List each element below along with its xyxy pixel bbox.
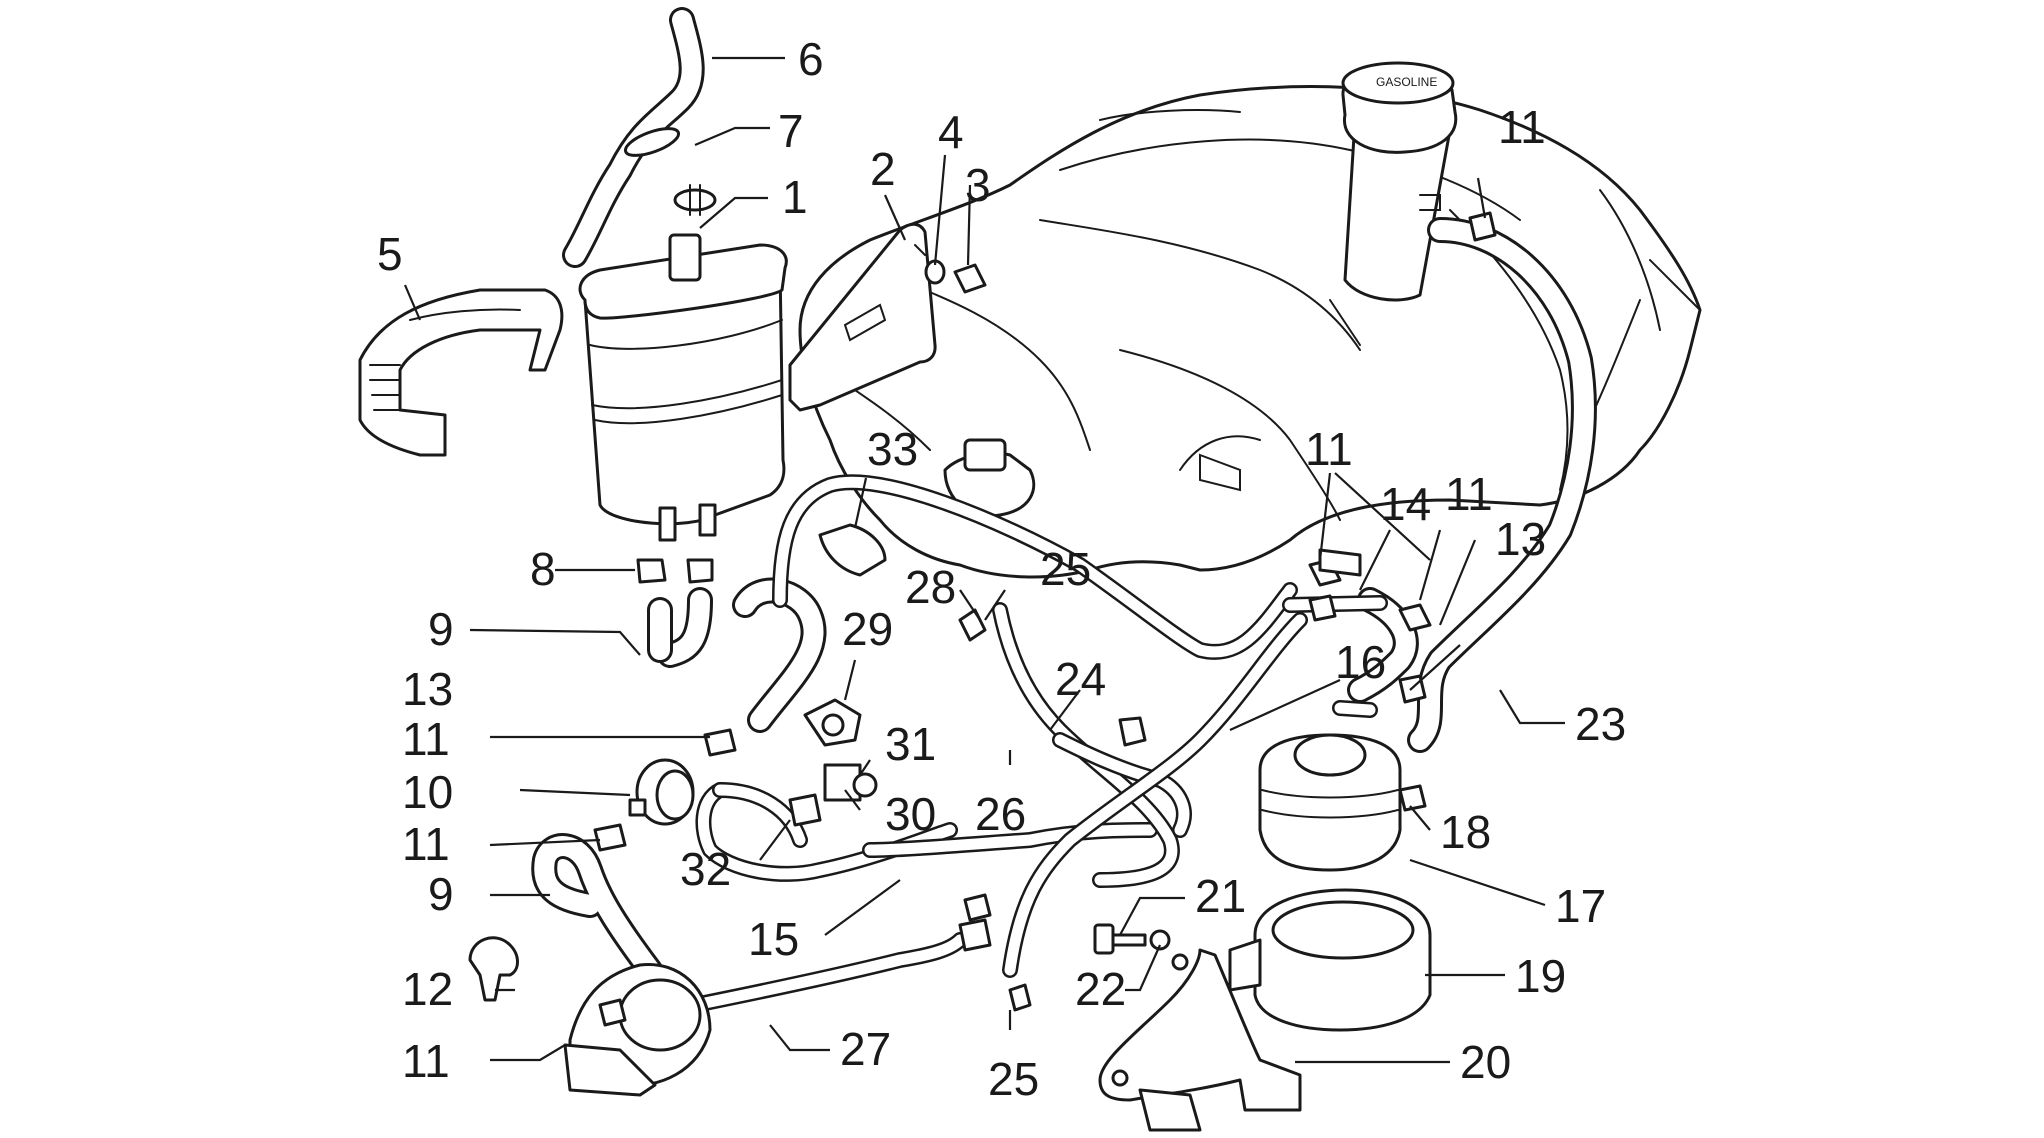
- callout-11-top-right: 11: [1498, 101, 1546, 153]
- callout-20: 20: [1460, 1036, 1511, 1088]
- callout-11-mid-b: 11: [1445, 468, 1493, 520]
- bracket-2: [788, 222, 937, 412]
- band-19: [1228, 888, 1432, 1032]
- filler-cap: GASOLINE: [1341, 61, 1458, 302]
- callout-26: 26: [975, 788, 1026, 840]
- callout-23: 23: [1575, 698, 1626, 750]
- small-clamps: [593, 211, 1497, 1027]
- callout-11-left-b: 11: [402, 818, 450, 870]
- callout-32: 32: [680, 843, 731, 895]
- callout-1: 1: [782, 171, 808, 223]
- callout-13-left: 13: [402, 663, 453, 715]
- leader-lines: [403, 56, 1565, 1064]
- callout-22: 22: [1075, 963, 1126, 1015]
- callout-5: 5: [377, 228, 403, 280]
- callout-14: 14: [1380, 478, 1431, 530]
- callout-6: 6: [798, 33, 824, 85]
- bracket-30: [823, 763, 878, 802]
- callout-31: 31: [885, 718, 936, 770]
- clip-32: [788, 793, 822, 827]
- callout-16: 16: [1335, 636, 1386, 688]
- callout-11-left-a: 11: [402, 713, 450, 765]
- callout-28: 28: [905, 561, 956, 613]
- callout-17: 17: [1555, 880, 1606, 932]
- bracket-20: [1098, 948, 1302, 1132]
- callout-19: 19: [1515, 950, 1566, 1002]
- callout-11-bottom: 11: [402, 1035, 450, 1087]
- callout-9-top: 9: [428, 603, 454, 655]
- strap-5: [358, 288, 564, 457]
- callout-10: 10: [402, 766, 453, 818]
- callout-7: 7: [778, 105, 804, 157]
- callout-29: 29: [842, 603, 893, 655]
- callout-11-mid-a: 11: [1305, 423, 1353, 475]
- callout-18: 18: [1440, 806, 1491, 858]
- hoses: [531, 217, 1597, 1018]
- callout-8: 8: [530, 543, 556, 595]
- callout-24: 24: [1055, 653, 1106, 705]
- intake-body: [563, 962, 712, 1097]
- clip-12: [468, 936, 519, 1002]
- filter-10: [628, 758, 695, 826]
- callout-13-right: 13: [1495, 513, 1546, 565]
- callout-33: 33: [867, 423, 918, 475]
- callout-9-bottom: 9: [428, 868, 454, 920]
- callout-27: 27: [840, 1023, 891, 1075]
- clamp-29: [803, 698, 862, 747]
- callout-2: 2: [870, 143, 896, 195]
- callout-30: 30: [885, 788, 936, 840]
- callout-4: 4: [938, 106, 964, 158]
- callout-15: 15: [748, 913, 799, 965]
- callout-25-bottom: 25: [988, 1053, 1039, 1105]
- bolt-3: [924, 259, 987, 294]
- charcoal-canister: [578, 233, 788, 542]
- fuel-tank: [798, 85, 1702, 579]
- callout-21: 21: [1195, 870, 1246, 922]
- bolt-21: [1093, 923, 1171, 955]
- callout-labels: 6 7 1 5 2 4 3 11 33 11 11 14 13 8 28 25 …: [377, 33, 1626, 1105]
- callout-12: 12: [402, 963, 453, 1015]
- filter-17: [1258, 733, 1402, 872]
- callout-25-top: 25: [1040, 543, 1091, 595]
- callout-3: 3: [965, 159, 991, 211]
- vent-hose-6: [562, 7, 717, 268]
- cap-text: GASOLINE: [1376, 75, 1437, 89]
- clamp-33: [818, 523, 887, 577]
